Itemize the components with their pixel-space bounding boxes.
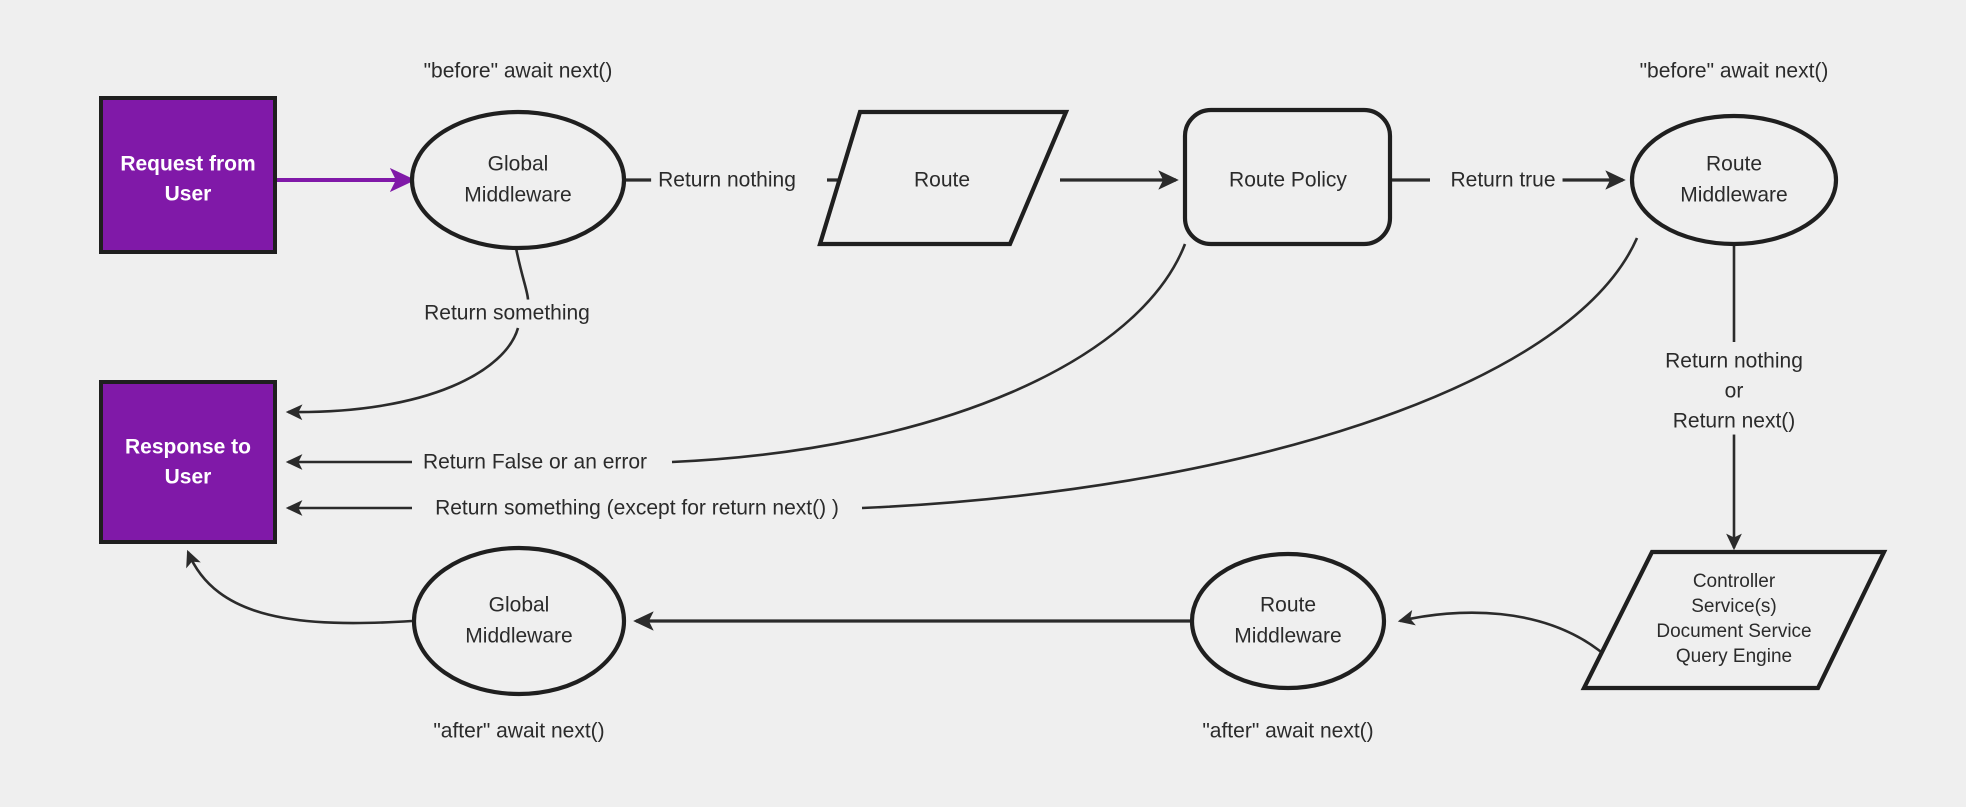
- annotation-after-await-next-left: "after" await next(): [433, 720, 604, 743]
- edge-label-return-false-or-error: Return False or an error: [423, 451, 647, 474]
- edge-label-backdrop: [1632, 57, 1836, 85]
- node-controller-label-line4: Query Engine: [1676, 646, 1792, 667]
- node-route-policy-label: Route Policy: [1229, 169, 1347, 192]
- node-controller-label-line2: Service(s): [1691, 596, 1777, 617]
- edge-label-return-something-global: Return something: [424, 302, 590, 325]
- node-route-middleware-bottom-label-line2: Middleware: [1234, 625, 1341, 648]
- edge-label-backdrop: [417, 299, 597, 327]
- edge-label-return-nothing-line1: Return nothing: [1665, 350, 1803, 373]
- node-global-middleware-bottom-label-line2: Middleware: [465, 625, 572, 648]
- edge-route-middleware-to-controller: Return nothing or Return next(): [1658, 243, 1810, 551]
- node-route[interactable]: Route: [817, 109, 1070, 247]
- node-request-from-user-label-line1: Request from: [120, 153, 255, 176]
- edge-controller-to-route-middleware-bottom: [1397, 610, 1607, 657]
- node-route-middleware-top-label-line1: Route: [1706, 153, 1762, 176]
- edge-label-backdrop: [416, 57, 620, 85]
- edge-route-middleware-to-response: Return something (except for return next…: [285, 237, 1639, 522]
- annotation-before-await-next-right: "before" await next(): [1640, 60, 1829, 83]
- edge-label-backdrop: [1195, 717, 1381, 745]
- edge-global-middleware-bottom-to-response: [186, 549, 413, 625]
- node-response-to-user-label-line2: User: [165, 466, 212, 489]
- node-request-from-user[interactable]: Request from User: [99, 96, 277, 254]
- node-route-label: Route: [914, 169, 970, 192]
- node-global-middleware-bottom-label-line1: Global: [489, 594, 550, 617]
- edge-label-backdrop: [426, 717, 612, 745]
- edge-label-backdrop: [1665, 407, 1803, 435]
- node-global-middleware-top[interactable]: Global Middleware: [409, 109, 627, 251]
- node-response-to-user-label-line1: Response to: [125, 436, 251, 459]
- edge-label-return-true: Return true: [1450, 169, 1555, 192]
- node-response-to-user[interactable]: Response to User: [99, 380, 277, 544]
- node-controller-label-line3: Document Service: [1656, 621, 1811, 642]
- node-route-middleware-top[interactable]: Route Middleware: [1629, 113, 1839, 247]
- node-request-from-user-label-line2: User: [165, 183, 212, 206]
- node-global-middleware-top-label-line2: Middleware: [464, 184, 571, 207]
- edge-label-backdrop: [651, 166, 803, 194]
- edge-label-backdrop: [428, 494, 846, 522]
- node-controller-label-line1: Controller: [1693, 571, 1776, 592]
- edge-label-return-something-except: Return something (except for return next…: [435, 497, 839, 520]
- edge-label-backdrop: [415, 448, 655, 476]
- edge-label-return-next: Return next(): [1673, 410, 1796, 433]
- edge-global-middleware-to-route: Return nothing: [624, 166, 869, 194]
- edge-label-backdrop: [1443, 166, 1563, 194]
- edge-route-policy-to-route-middleware: Return true: [1390, 166, 1626, 194]
- edge-global-middleware-to-response: Return something: [285, 247, 597, 421]
- edge-label-backdrop: [1658, 347, 1810, 375]
- annotation-after-await-next-right: "after" await next(): [1202, 720, 1373, 743]
- edge-route-policy-to-response: Return False or an error: [285, 243, 1187, 476]
- edge-label-backdrop: [1717, 377, 1751, 405]
- annotation-before-await-next-left: "before" await next(): [424, 60, 613, 83]
- node-global-middleware-top-label-line1: Global: [488, 153, 549, 176]
- node-controller[interactable]: Controller Service(s) Document Service Q…: [1580, 549, 1888, 691]
- node-route-middleware-bottom[interactable]: Route Middleware: [1189, 551, 1387, 691]
- node-route-middleware-bottom-label-line1: Route: [1260, 594, 1316, 617]
- edge-label-or: or: [1725, 380, 1744, 403]
- node-route-policy[interactable]: Route Policy: [1182, 107, 1393, 247]
- node-global-middleware-bottom[interactable]: Global Middleware: [411, 545, 627, 697]
- node-route-middleware-top-label-line2: Middleware: [1680, 184, 1787, 207]
- edge-label-return-nothing: Return nothing: [658, 169, 796, 192]
